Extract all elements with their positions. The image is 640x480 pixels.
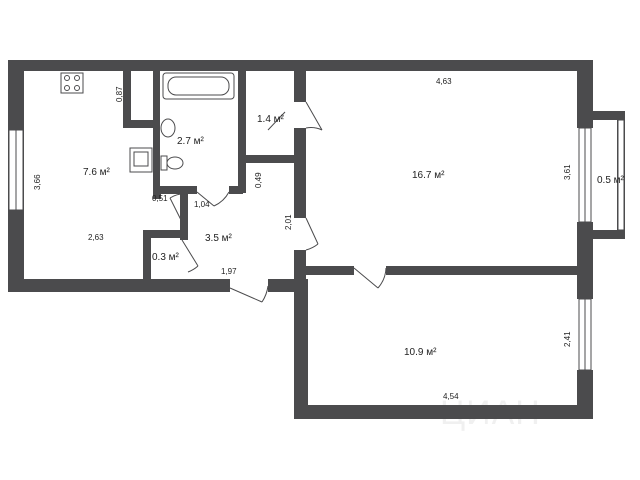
dim-361: 3,61 [563,164,572,180]
kitchen-area: 7.6 м² [83,167,111,178]
windows [8,119,625,371]
living-room-area: 16.7 м² [412,170,445,181]
dim-241: 2,41 [563,331,572,347]
dim-201: 2,01 [284,214,293,230]
fixtures [60,72,235,173]
stove-icon [60,72,84,94]
dim-051: 0,51 [152,194,168,203]
washbasin-icon [160,118,176,138]
dim-454: 4,54 [443,392,459,401]
room-labels: 7.6 м² 2.7 м² 1.4 м² 3.5 м² 0.3 м² 16.7 … [83,114,625,358]
dim-049: 0,49 [254,172,263,188]
closet-area: 0.3 м² [152,252,180,263]
dim-263: 2,63 [88,233,104,242]
doors [169,101,387,303]
dim-087: 0,87 [115,86,124,102]
dim-463: 4,63 [436,77,452,86]
bedroom-area: 10.9 м² [404,347,437,358]
bathroom-area: 2.7 м² [177,136,205,147]
toilet-area: 1.4 м² [257,114,285,125]
balcony-area: 0.5 м² [597,175,625,186]
bathtub-icon [162,72,235,100]
balcony-window [617,119,625,231]
dimension-labels: 0,87 3,66 2,63 0,51 1,04 0,49 2,01 1,97 … [33,77,572,401]
dim-197: 1,97 [221,267,237,276]
toilet-icon [160,155,168,171]
dim-104: 1,04 [194,200,210,209]
hall-area: 3.5 м² [205,233,233,244]
dim-366: 3,66 [33,174,42,190]
kitchen-sink-icon [129,147,153,173]
